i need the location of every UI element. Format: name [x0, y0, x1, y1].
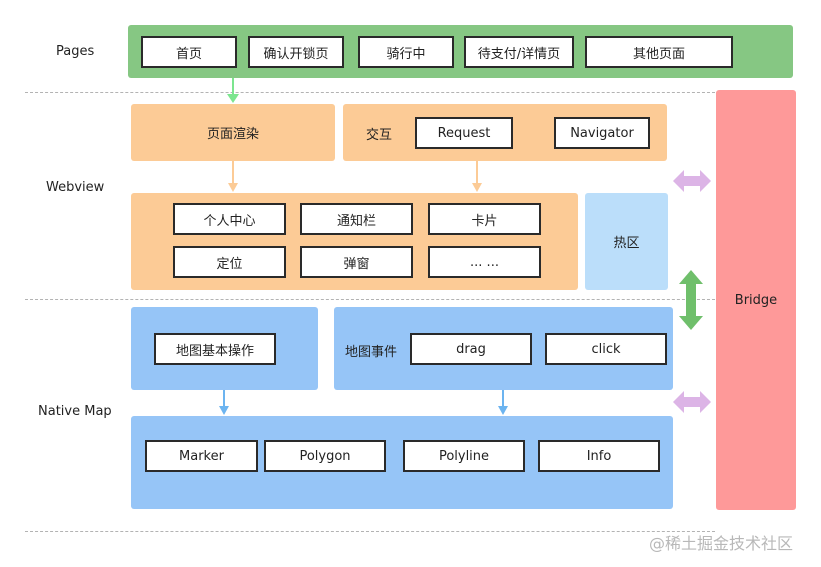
request-box: Request	[415, 117, 513, 149]
page-riding: 骑行中	[358, 36, 454, 68]
separator-middle	[25, 299, 715, 300]
layer-label-pages: Pages	[56, 44, 95, 59]
drag-event-box: drag	[410, 333, 532, 365]
overlay-marker: Marker	[145, 440, 258, 472]
render-label: 页面渲染	[206, 127, 259, 142]
double-arrow-webview-native	[679, 270, 703, 330]
layer-label-native-map: Native Map	[38, 404, 112, 419]
layer-label-webview: Webview	[46, 180, 105, 195]
interaction-label: 交互	[366, 128, 393, 143]
component-location: 定位	[173, 246, 286, 278]
map-basic-ops-box: 地图基本操作	[154, 333, 276, 365]
arrow-interaction-to-components	[472, 161, 482, 192]
component-notification-bar: 通知栏	[300, 203, 413, 235]
arrow-pages-to-render	[227, 78, 239, 103]
page-confirm-unlock: 确认开锁页	[248, 36, 344, 68]
overlay-polyline: Polyline	[403, 440, 525, 472]
click-event-box: click	[545, 333, 667, 365]
component-popup: 弹窗	[300, 246, 413, 278]
double-arrow-webview-bridge	[673, 170, 711, 192]
separator-top	[25, 92, 715, 93]
arrow-render-to-components	[228, 161, 238, 192]
arrow-basic-ops-to-overlays	[219, 390, 229, 415]
component-card: 卡片	[428, 203, 541, 235]
separator-bottom	[25, 531, 715, 532]
page-payment-detail: 待支付/详情页	[464, 36, 574, 68]
bridge-label: Bridge	[734, 292, 778, 308]
hot-zone-label: 热区	[613, 236, 640, 251]
overlay-info: Info	[538, 440, 660, 472]
navigator-box: Navigator	[554, 117, 650, 149]
map-events-label: 地图事件	[345, 345, 398, 360]
component-profile: 个人中心	[173, 203, 286, 235]
page-home: 首页	[141, 36, 237, 68]
arrow-events-to-overlays	[498, 390, 508, 415]
hot-zone-block	[585, 193, 668, 290]
component-more: ... ...	[428, 246, 541, 278]
watermark: @稀土掘金技术社区	[649, 534, 794, 553]
bridge-column	[716, 90, 796, 510]
render-block	[131, 104, 335, 161]
overlay-polygon: Polygon	[264, 440, 386, 472]
page-others: 其他页面	[585, 36, 733, 68]
double-arrow-native-bridge	[673, 391, 711, 413]
